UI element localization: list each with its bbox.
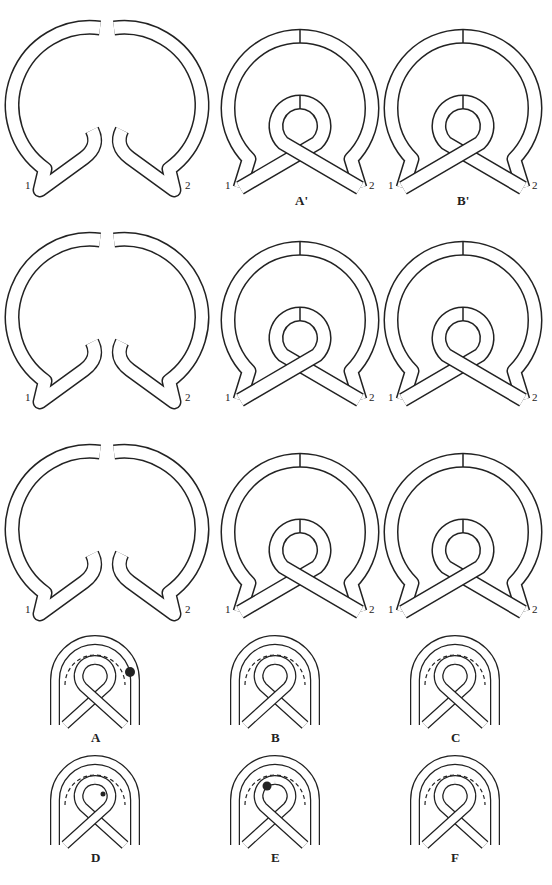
figure-label: B [270,731,281,744]
figure-label: A' [294,194,309,207]
callout-number: 1 [387,180,395,191]
callout-number: 1 [24,604,32,615]
figure-label: B' [456,194,470,207]
callout-number: 1 [24,392,32,403]
callout-number: 2 [368,392,376,403]
figure-label: D [90,851,101,864]
figure-label: E [270,851,281,864]
figure-label: A [90,731,101,744]
callout-number: 1 [224,604,232,615]
callout-number: 1 [224,180,232,191]
callout-number: 1 [224,392,232,403]
callout-number: 2 [531,604,539,615]
callout-number: 2 [368,604,376,615]
callout-number: 2 [531,392,539,403]
callout-number: 2 [184,604,192,615]
callout-number: 2 [368,180,376,191]
callout-number: 1 [387,604,395,615]
figure-label: F [450,851,460,864]
figure-label: C [450,731,461,744]
callout-number: 2 [184,180,192,191]
callout-number: 1 [387,392,395,403]
callout-number: 1 [24,180,32,191]
callout-number: 2 [531,180,539,191]
callout-number: 2 [184,392,192,403]
